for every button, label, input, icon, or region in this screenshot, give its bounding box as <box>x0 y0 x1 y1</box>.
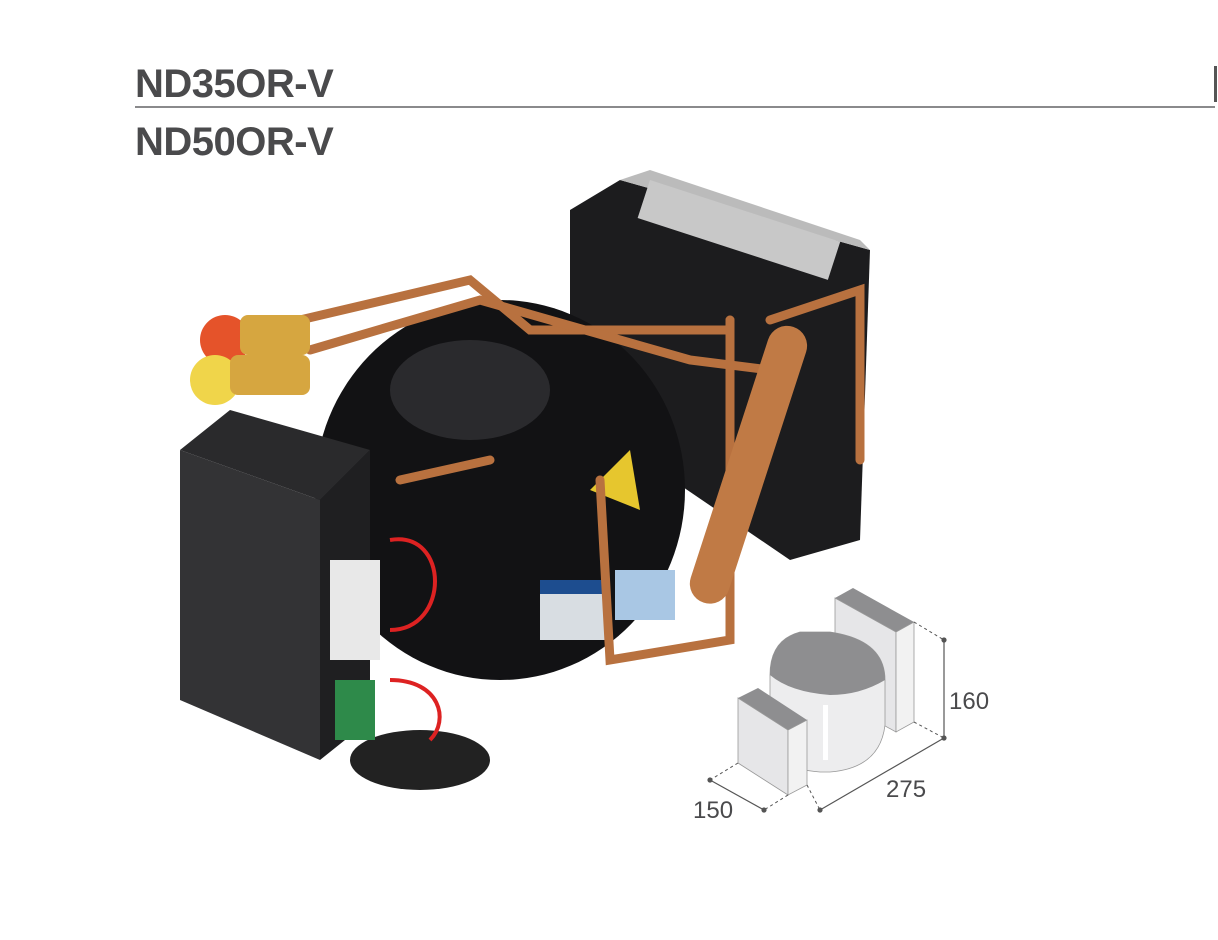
model-title-nd35or-v: ND35OR-V <box>135 62 334 106</box>
width-dimension-label: 150 <box>693 797 734 824</box>
height-dimension-label: 160 <box>949 688 990 715</box>
filter-drier <box>689 325 808 604</box>
condenser-fan <box>570 170 870 560</box>
page-edge-mark <box>1214 66 1217 102</box>
service-cap-yellow <box>190 355 240 405</box>
service-cap-red <box>200 315 250 365</box>
compressor-unit-photo <box>180 170 870 790</box>
dimension-drawing <box>707 588 947 813</box>
title-divider <box>135 106 1215 108</box>
electronic-control-box <box>180 410 380 760</box>
length-dimension-label: 275 <box>886 776 927 803</box>
model-title-nd50or-v: ND50OR-V <box>135 120 334 164</box>
